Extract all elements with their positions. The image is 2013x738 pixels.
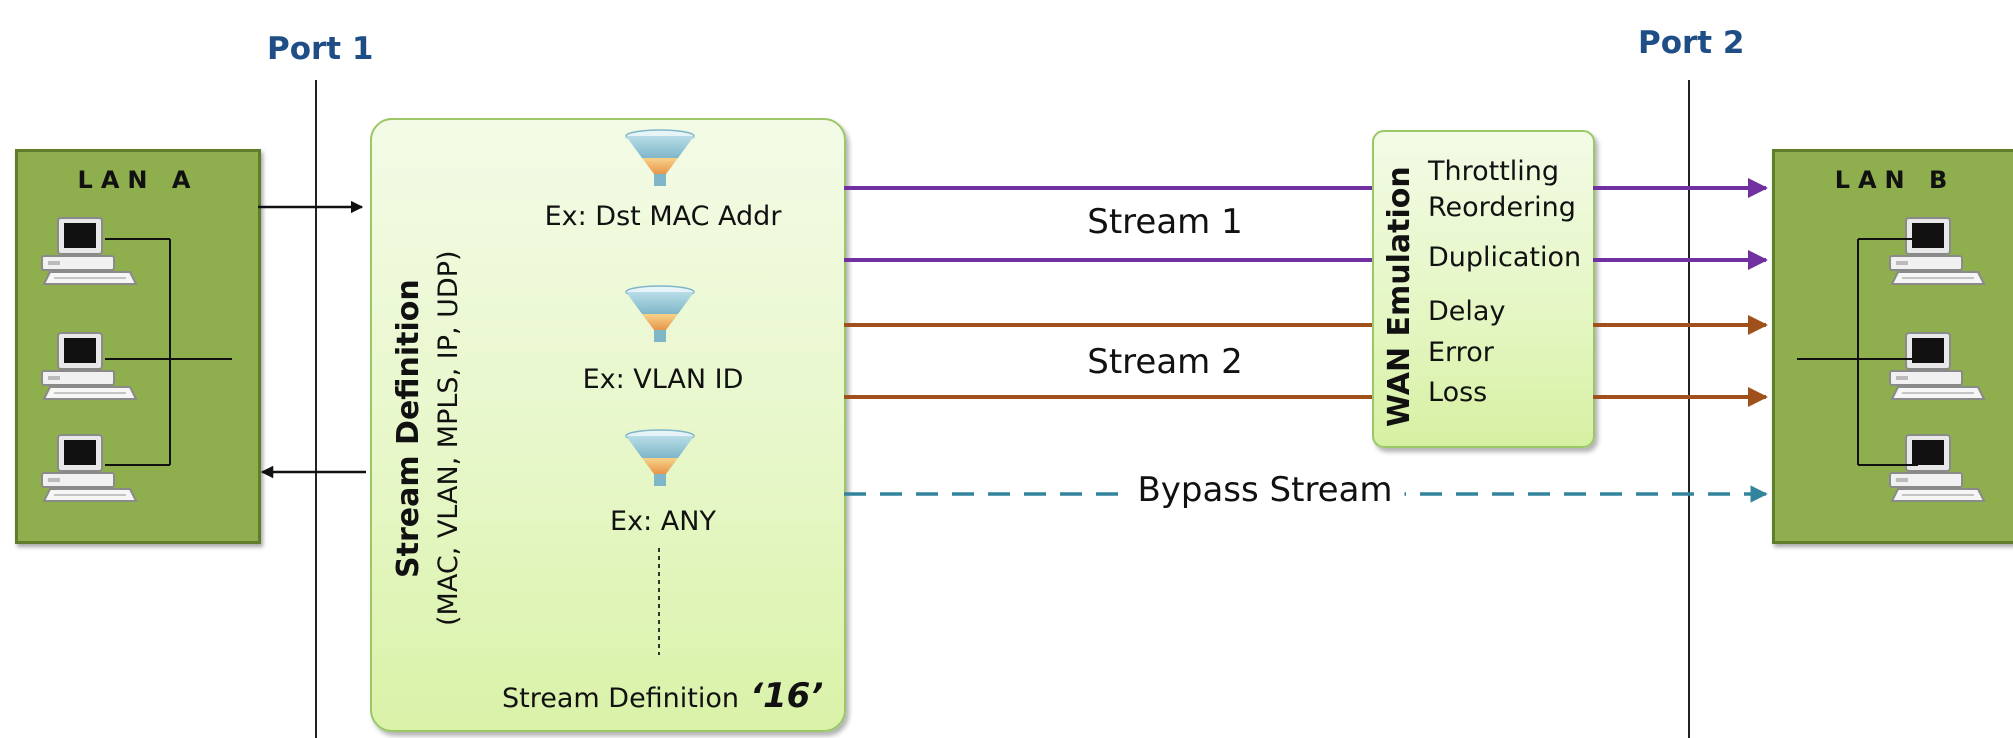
bypass-stream-label: Bypass Stream <box>1125 470 1405 510</box>
lan-a-computer-3 <box>41 434 137 502</box>
filter-label-3: Ex: ANY <box>610 506 716 537</box>
stream-definition-box <box>370 118 846 732</box>
wan-function-loss: Loss <box>1428 377 1488 408</box>
port2-divider <box>1688 80 1690 738</box>
funnel-icon <box>625 285 695 343</box>
lan-b-computer-1 <box>1889 217 1985 285</box>
lan-b-bus <box>1797 238 1918 466</box>
wan-function-reordering: Reordering <box>1428 192 1576 223</box>
funnel-icon <box>625 429 695 487</box>
stream2-label: Stream 2 <box>1087 342 1243 382</box>
wan-function-throttling: Throttling <box>1428 156 1560 187</box>
port1-label: Port 1 <box>267 31 374 67</box>
stream-definition-protocols: (MAC, VLAN, MPLS, IP, UDP) <box>433 250 464 626</box>
wan-function-duplication: Duplication <box>1428 242 1582 273</box>
port1-divider <box>315 80 317 738</box>
lan-b-title: LAN B <box>1834 166 1956 194</box>
filter-label-2: Ex: VLAN ID <box>582 364 744 395</box>
lan-b-computer-2 <box>1889 332 1985 400</box>
lan-b-computer-3 <box>1889 434 1985 502</box>
stream1-label: Stream 1 <box>1087 202 1243 242</box>
lan-a-computer-1 <box>41 217 137 285</box>
wan-emulation-box <box>1372 130 1595 448</box>
wan-emulation-title: WAN Emulation <box>1382 166 1417 427</box>
wan-function-delay: Delay <box>1428 296 1506 327</box>
lan-a-computer-2 <box>41 332 137 400</box>
stream-definition-footer: Stream Definition ‘16’ <box>502 676 823 716</box>
lan-a-title: LAN A <box>77 166 199 194</box>
footer-number: ‘16’ <box>750 676 824 716</box>
lan-a-bus <box>105 238 232 466</box>
footer-text: Stream Definition <box>502 683 740 714</box>
wan-function-error: Error <box>1428 337 1494 368</box>
funnel-icon <box>625 129 695 187</box>
lan-a-box: LAN A <box>15 149 261 544</box>
port2-label: Port 2 <box>1638 25 1745 61</box>
filter-label-1: Ex: Dst MAC Addr <box>544 201 782 232</box>
stream-definition-title: Stream Definition <box>391 279 426 578</box>
